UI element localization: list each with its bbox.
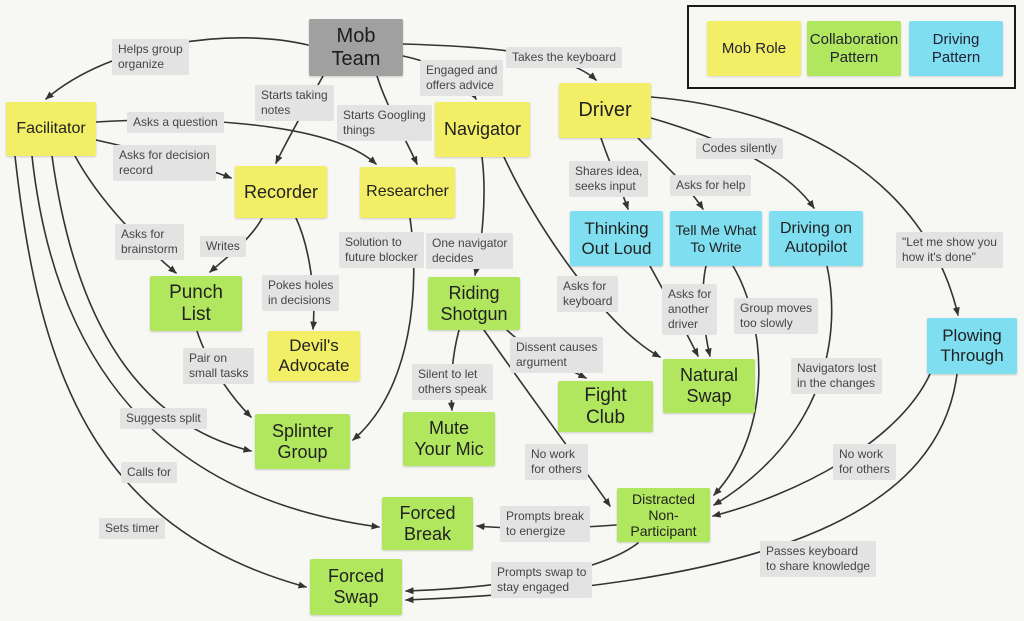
edge-mob-team-to-facilitator [45, 37, 309, 100]
edge-driver-to-driving-on-autopilot [650, 117, 815, 209]
edge-navigator-to-riding-shotgun [473, 156, 485, 276]
edge-mob-team-to-recorder [275, 75, 324, 164]
edge-distracted-non-participant-to-forced-break [476, 523, 617, 531]
edge-tell-me-what-to-write-to-distracted-non-participant [713, 265, 760, 496]
edge-mob-team-to-researcher [376, 75, 418, 165]
legend-item-collaboration-pattern: Collaboration Pattern [807, 21, 901, 76]
edge-facilitator-to-recorder [95, 139, 232, 179]
edge-recorder-to-devils-advocate [295, 217, 318, 330]
edge-riding-shotgun-to-mute-your-mic [447, 329, 460, 411]
legend-item-driving-pattern: Driving Pattern [909, 21, 1003, 76]
edge-driving-on-autopilot-to-distracted-non-participant [713, 265, 833, 506]
edge-facilitator-to-punch-list [74, 155, 177, 274]
edge-mob-team-to-navigator [402, 55, 477, 100]
legend: Mob Role Collaboration Pattern Driving P… [687, 5, 1016, 89]
edge-punch-list-to-splinter-group [196, 330, 252, 418]
edge-recorder-to-punch-list [209, 217, 263, 273]
edge-driver-to-thinking-out-loud [600, 137, 629, 210]
edge-driver-to-plowing-through [650, 96, 960, 316]
edge-facilitator-to-forced-break [31, 155, 380, 530]
edge-driver-to-tell-me-what-to-write [637, 137, 704, 210]
edge-riding-shotgun-to-distracted-non-participant [483, 329, 611, 507]
edge-mob-team-to-driver [402, 43, 597, 81]
edge-researcher-to-splinter-group [352, 217, 415, 441]
edge-navigator-to-natural-swap [503, 156, 661, 358]
edge-riding-shotgun-to-fight-club [506, 329, 587, 379]
edge-plowing-through-to-forced-swap [405, 373, 958, 604]
edge-facilitator-to-researcher [95, 119, 377, 165]
edge-tell-me-what-to-write-to-natural-swap [702, 265, 712, 357]
legend-item-mob-role: Mob Role [707, 21, 801, 76]
edge-facilitator-to-forced-swap [14, 155, 307, 589]
edge-thinking-out-loud-to-natural-swap [649, 265, 699, 357]
edge-facilitator-to-splinter-group [51, 155, 252, 453]
